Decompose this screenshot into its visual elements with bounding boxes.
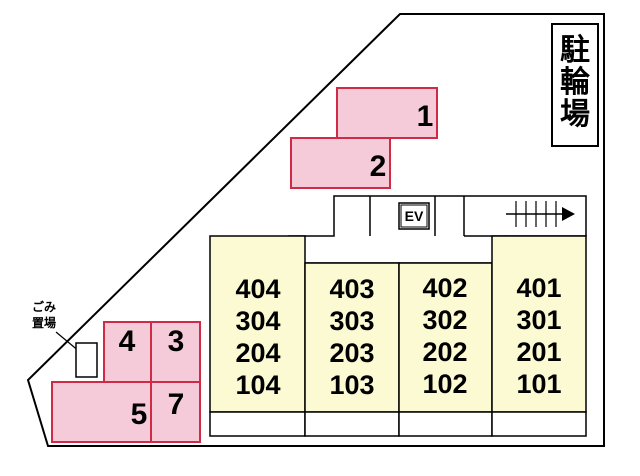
- bike-parking-char-3: 場: [560, 97, 590, 132]
- unit-column-1: [491, 235, 587, 413]
- bike-parking-char-2: 輪: [560, 65, 591, 100]
- parking-slot-1: [336, 87, 438, 139]
- bike-parking-char-1: 駐: [560, 33, 590, 68]
- parking-slot-5-number: 5: [131, 398, 148, 431]
- parking-slot-1-number: 1: [417, 100, 434, 133]
- unit-number: 101: [516, 369, 561, 399]
- unit-number: 302: [422, 305, 467, 335]
- stair-treads: [506, 201, 562, 227]
- unit-column-2-labels: 402 302 202 102: [422, 273, 467, 399]
- balcony-4: [209, 411, 306, 437]
- unit-number: 301: [516, 305, 561, 335]
- balcony-3: [304, 411, 400, 437]
- unit-number: 202: [422, 337, 467, 367]
- unit-column-4-labels: 404 304 204 104: [235, 274, 280, 400]
- parking-slot-3-number: 3: [168, 325, 185, 358]
- garbage-label-line-2: 置場: [32, 315, 56, 330]
- unit-number: 204: [235, 338, 280, 368]
- unit-column-2: [398, 262, 493, 413]
- unit-number: 304: [235, 306, 280, 336]
- elevator-inner-box: [400, 204, 428, 228]
- unit-number: 403: [329, 274, 374, 304]
- unit-number: 102: [422, 369, 467, 399]
- unit-column-3: [304, 262, 400, 413]
- parking-slot-5: [51, 381, 152, 443]
- stair-arrow-icon: [562, 207, 575, 221]
- elevator-label: EV: [405, 208, 424, 224]
- parking-slot-2-number: 2: [370, 150, 387, 183]
- unit-number: 203: [329, 338, 374, 368]
- parking-slot-7: [150, 381, 201, 443]
- site-boundary-inner-edge: [31, 15, 399, 377]
- unit-column-1-labels: 401 301 201 101: [516, 273, 561, 399]
- garbage-area-box: [75, 342, 98, 378]
- balcony-2: [398, 411, 493, 437]
- parking-slot-2: [290, 137, 391, 189]
- parking-slot-4-number: 4: [119, 325, 136, 358]
- parking-slot-7-number: 7: [168, 388, 185, 421]
- unit-number: 404: [235, 274, 280, 304]
- unit-number: 303: [329, 306, 374, 336]
- parking-slot-4: [103, 321, 152, 383]
- garbage-label-line-1: ごみ: [32, 299, 56, 314]
- unit-column-4: [209, 235, 306, 413]
- unit-number: 201: [516, 337, 561, 367]
- unit-number: 402: [422, 273, 467, 303]
- elevator-box: [398, 202, 430, 230]
- unit-number: 103: [329, 370, 374, 400]
- balcony-1: [491, 411, 587, 437]
- unit-number: 401: [516, 273, 561, 303]
- unit-column-3-labels: 403 303 203 103: [329, 274, 374, 400]
- unit-number: 104: [235, 370, 280, 400]
- bike-parking-box: [551, 23, 599, 147]
